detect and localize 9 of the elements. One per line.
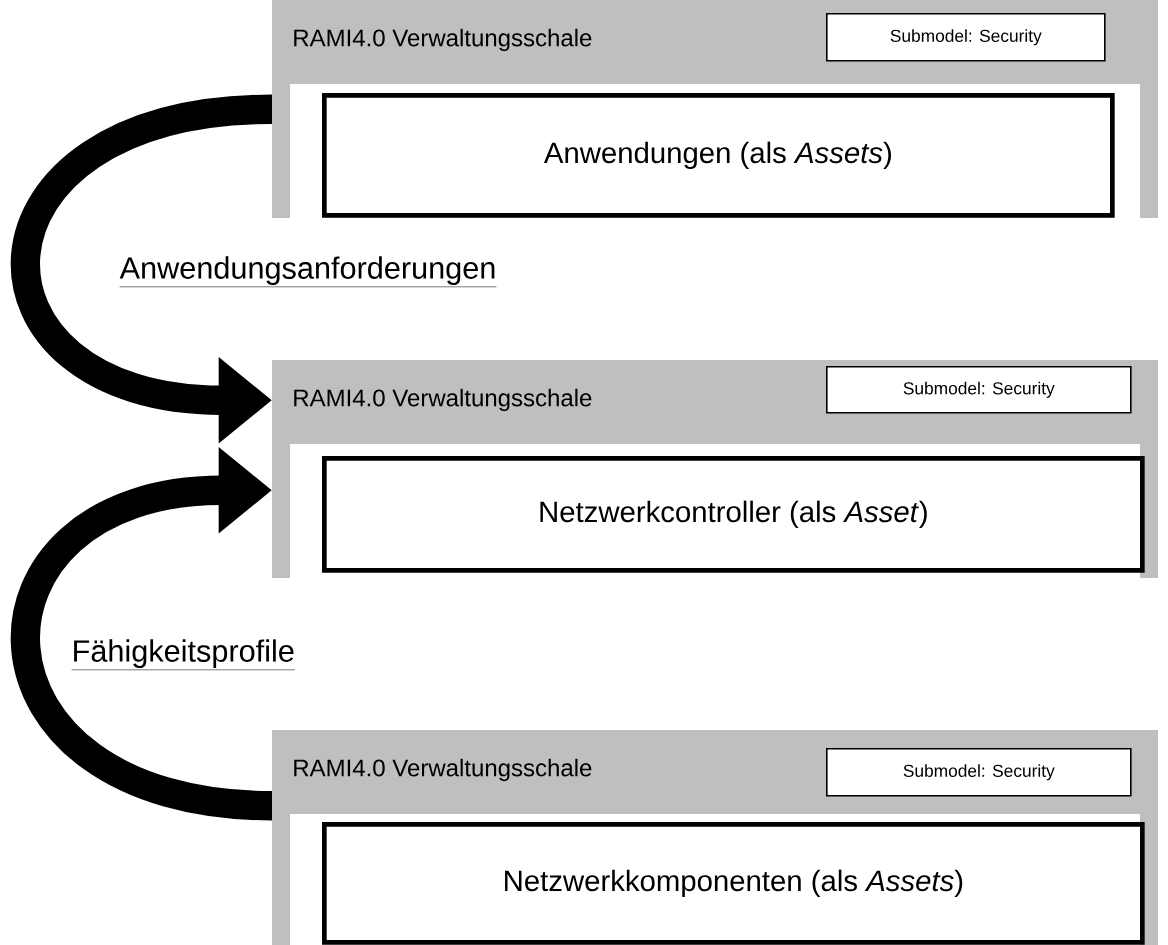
asset-box: Netzwerkkomponenten (als Assets) xyxy=(322,822,1145,945)
asset-box: Netzwerkcontroller (als Asset) xyxy=(322,456,1145,573)
edge-label: Anwendungsanforderungen xyxy=(119,256,497,288)
asset-box: Anwendungen (als Assets) xyxy=(322,93,1115,218)
submodel-box: Submodel: Security xyxy=(826,13,1106,62)
edge-label: Fähigkeitsprofile xyxy=(71,639,296,671)
submodel-box: Submodel: Security xyxy=(826,366,1132,414)
curved-arrow xyxy=(11,447,274,821)
submodel-box: Submodel: Security xyxy=(826,748,1132,797)
